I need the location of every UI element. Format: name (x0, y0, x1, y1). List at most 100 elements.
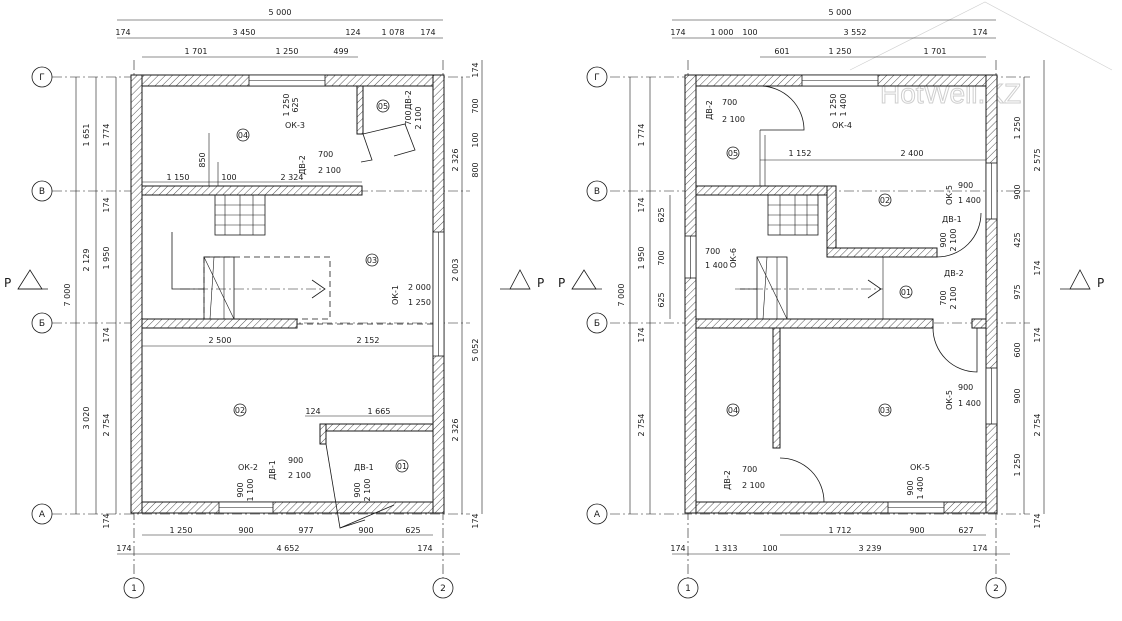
plan-group: 1 250 625 ОК-3 ДВ-2 700 2 100 700 2 100 … (236, 90, 431, 501)
axis-bubble-g (31, 66, 53, 88)
door-arc-top (759, 85, 805, 131)
dimension-label: 124 (305, 407, 320, 416)
dimension-label: 174 (1033, 260, 1042, 275)
dimension-label: 800 (471, 162, 480, 177)
dimension-label: 1 250 (829, 94, 838, 117)
axis-bubble-2 (432, 577, 454, 599)
axis-bubble-a (31, 503, 53, 525)
dimension-label: Б (39, 319, 45, 329)
tag-circle (586, 503, 608, 525)
plan-rect (985, 74, 998, 514)
dimension-label: 1 400 (958, 399, 981, 408)
wall-left (130, 74, 143, 514)
door-arc-mid (936, 212, 982, 258)
tag-circle (376, 99, 390, 113)
dimension-label: 700 (939, 290, 948, 305)
tag-circle (365, 253, 379, 267)
tag-circle (985, 577, 1007, 599)
dimension-label: 2 326 (451, 149, 460, 172)
plan-rect (971, 318, 987, 329)
dimension-label: 100 (471, 132, 480, 147)
dimension-label: 900 (236, 482, 245, 497)
dimension-label: 1 774 (637, 124, 646, 147)
dimension-label: 05 (378, 102, 388, 111)
dimension-label: Р (1097, 276, 1104, 290)
dimension-label: 174 (115, 28, 130, 37)
dimension-label: 124 (345, 28, 360, 37)
dimension-label: 174 (1033, 327, 1042, 342)
dimension-label: ОК-2 (238, 463, 258, 472)
dimension-label: 425 (1013, 232, 1022, 247)
plan-line (203, 256, 235, 320)
plan-path (17, 269, 43, 290)
dimension-label: 2 500 (209, 336, 232, 345)
dimension-label: 1 712 (829, 526, 852, 535)
plan-group: 174 700 100 800 2 326 2 003 5 052 2 326 … (451, 62, 480, 528)
dimension-label: 3 450 (233, 28, 256, 37)
section-mark-right-left: Р (558, 269, 602, 290)
dimension-label: ОК-1 (391, 285, 400, 305)
door-arc-lower (932, 327, 978, 373)
dimension-label: 3 020 (82, 407, 91, 430)
dimension-label: ДВ-2 (298, 155, 307, 175)
dimension-label: 04 (728, 406, 738, 415)
dimension-label: 1 000 (711, 28, 734, 37)
dimension-label: 100 (762, 544, 777, 553)
plan-rect (695, 185, 837, 196)
dimension-label: ДВ-2 (404, 90, 413, 110)
dimension-label: ДВ-2 (944, 269, 964, 278)
plan-rect (684, 501, 998, 514)
dimension-label: 02 (880, 196, 890, 205)
plan-group: ДВ-2 700 2 100 1 250 1 400 ОК-4 ОК-5 900… (705, 94, 981, 500)
dim-text: 5 000 (269, 8, 292, 17)
dimension-label: А (594, 510, 601, 520)
dimension-label: 1 250 (1013, 117, 1022, 140)
dimension-label: 900 (1013, 388, 1022, 403)
dimension-label: 2 400 (901, 149, 924, 158)
dimension-label: 1 250 (276, 47, 299, 56)
dimension-label: 1 152 (789, 149, 812, 158)
dimension-label: 174 (637, 197, 646, 212)
dimension-label: 02 (235, 406, 245, 415)
staircase (171, 194, 331, 320)
dimension-label: 900 (358, 526, 373, 535)
dimension-label: Г (39, 73, 45, 83)
dimension-label: 1 313 (715, 544, 738, 553)
plan-group: 1 651 1 774 2 129 1 950 7 000 3 020 2 75… (63, 124, 111, 529)
dimension-label: В (39, 187, 45, 197)
dimension-label: 700 (742, 465, 757, 474)
plan-group: 1 774 1 950 7 000 2 754 625 700 625 174 … (617, 124, 666, 437)
tag-circle (395, 459, 409, 473)
dimension-label: 2 000 (408, 283, 431, 292)
dimension-label: 2 152 (357, 336, 380, 345)
tag-circle (726, 146, 740, 160)
plan-group: 04 05 03 02 01 (233, 99, 409, 473)
dimension-label: 1 150 (167, 173, 190, 182)
dimension-label: 100 (742, 28, 757, 37)
plan-group: Г В Б А 1 2 (31, 66, 454, 599)
left-floor-plan: 5 000 3 450 174 1 078 174 124 1 701 1 25… (4, 8, 544, 599)
plan-group: 1 250 2 575 900 425 174 975 174 600 900 … (1013, 117, 1042, 529)
dimension-label: Г (594, 73, 600, 83)
dimension-label: 1 651 (82, 124, 91, 147)
dimension-label: ОК-6 (729, 248, 738, 268)
dimension-label: ДВ-1 (268, 460, 277, 480)
dimension-label: 174 (102, 197, 111, 212)
dimension-label: 850 (198, 152, 207, 167)
section-mark-far-right: Р (1060, 269, 1104, 290)
dimension-label: 04 (238, 131, 248, 140)
dimension-label: 1 250 (282, 94, 291, 117)
dimension-label: 1 (131, 584, 137, 594)
staircase-upper (735, 194, 884, 320)
dimension-label: 900 (958, 181, 973, 190)
dimension-label: 900 (238, 526, 253, 535)
dimension-label: 499 (333, 47, 348, 56)
plan-group: Г В Б А 1 2 (586, 66, 1007, 599)
dimension-label: 700 (318, 150, 333, 159)
dimension-label: 1 400 (839, 94, 848, 117)
dimension-label: 2 324 (281, 173, 304, 182)
tag-circle (677, 577, 699, 599)
plan-rect (203, 256, 331, 320)
watermark: HotWell.KZ (849, 1, 1113, 110)
